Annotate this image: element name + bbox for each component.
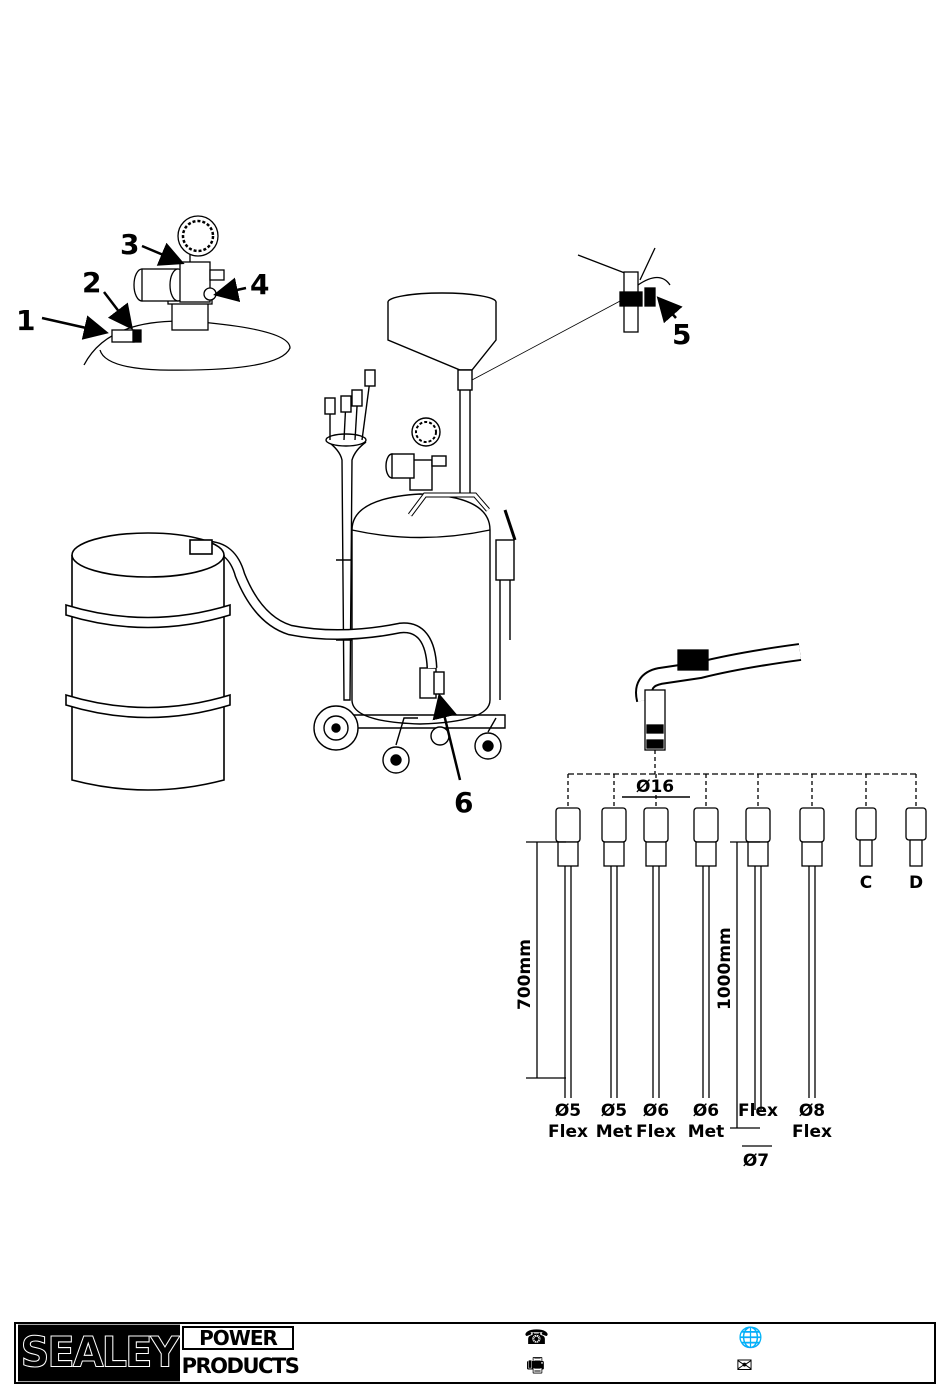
probe-4-type: Met: [688, 1122, 725, 1142]
callout-4: 4: [250, 268, 269, 301]
probe-1: [556, 774, 580, 1098]
probe-6-size: Ø8: [799, 1101, 825, 1121]
length-1000mm: 1000mm: [715, 927, 735, 1010]
fax-icon: 🖷: [526, 1354, 545, 1376]
probe-6: [800, 774, 824, 1098]
callout-3: 3: [120, 228, 139, 261]
adaptor-label-d: D: [909, 873, 923, 893]
sealey-logo: SEALEY: [18, 1325, 180, 1382]
footer-bar: SEALEY POWER PRODUCTS ☎ 🖷 🌐 ✉: [14, 1322, 936, 1384]
dim-diameter-16: Ø16: [636, 777, 674, 797]
oil-drum: [66, 533, 230, 790]
adaptor-c: [856, 774, 876, 866]
probe-1-size: Ø5: [555, 1101, 581, 1121]
probe-5-type: Flex: [738, 1101, 778, 1121]
probe-2-size: Ø5: [601, 1101, 627, 1121]
exploded-diagram: 1 2 3 4 5 6 Ø16 Ø5FlexØ5MetØ6FlexØ6MetFl…: [0, 0, 950, 1320]
email-icon: ✉: [736, 1354, 753, 1376]
probe-2: [602, 774, 626, 1098]
probe-5: [746, 774, 770, 1110]
probe-2-type: Met: [596, 1122, 633, 1142]
power-logo: POWER: [182, 1326, 294, 1350]
probe-3-size: Ø6: [643, 1101, 669, 1121]
probe-6-type: Flex: [792, 1122, 832, 1142]
callout-5: 5: [672, 318, 691, 351]
adaptor-d: [906, 774, 926, 866]
probe-3: [644, 774, 668, 1098]
probe-5-size: Ø7: [743, 1151, 769, 1171]
callout-1: 1: [16, 304, 35, 337]
length-700mm: 700mm: [515, 939, 535, 1010]
probe-1-type: Flex: [548, 1122, 588, 1142]
probe-4-size: Ø6: [693, 1101, 719, 1121]
probe-set: [568, 650, 918, 774]
callout-2: 2: [82, 266, 101, 299]
valve-detail: [472, 248, 670, 380]
globe-icon: 🌐: [738, 1326, 763, 1348]
products-logo: PRODUCTS: [182, 1352, 298, 1380]
telephone-icon: ☎: [524, 1326, 549, 1348]
adaptor-label-c: C: [860, 873, 872, 893]
callout-6: 6: [454, 786, 473, 819]
probe-3-type: Flex: [636, 1122, 676, 1142]
drainer-unit: [314, 293, 515, 773]
